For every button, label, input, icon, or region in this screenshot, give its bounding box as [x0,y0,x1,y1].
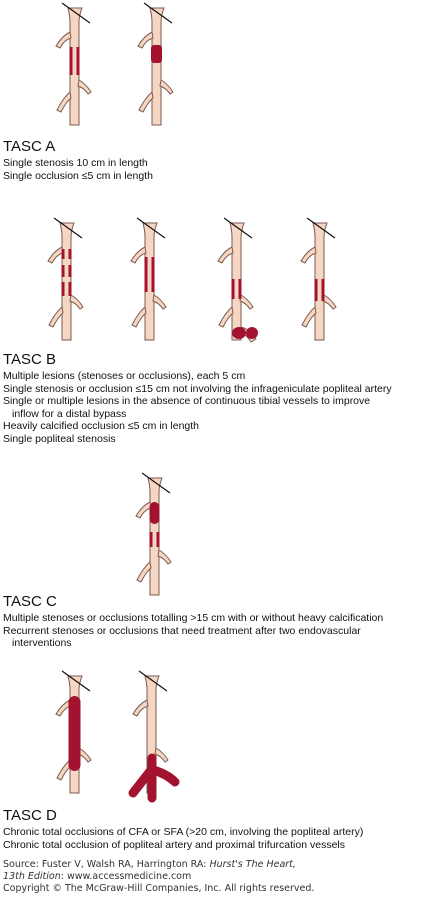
artery-tasc-d-1 [55,670,92,794]
criteria-line: Multiple lesions (stenoses or occlusions… [3,370,246,382]
tasc-c-criteria: Multiple stenoses or occlusions totallin… [3,612,421,650]
tasc-b-criteria: Multiple lesions (stenoses or occlusions… [3,370,421,445]
criteria-line: Chronic total occlusions of CFA or SFA (… [3,826,364,838]
criteria-line: Heavily calcified occlusion ≤5 cm in len… [3,420,200,432]
artery-tasc-b-4 [300,217,337,341]
criteria-line: Single or multiple lesions in the absenc… [3,395,371,407]
criteria-line: Single popliteal stenosis [3,432,116,445]
copyright: Copyright © The McGraw-Hill Companies, I… [3,883,315,894]
source-edition: 13th Edition [3,871,61,882]
criteria-line: Single stenosis 10 cm in length [3,157,148,169]
tasc-a-title: TASC A [3,138,56,155]
criteria-line: inflow for a distal bypass [12,407,127,420]
artery-tasc-b-3 [217,217,258,343]
source-title: Hurst's The Heart, [209,859,296,870]
artery-tasc-a-2 [137,2,174,126]
artery-tasc-c-1 [135,472,172,596]
tasc-c-title: TASC C [3,593,57,610]
artery-tasc-a-1 [55,2,92,126]
artery-tasc-b-2 [130,217,167,341]
source-citation: Source: Fuster V, Walsh RA, Harrington R… [3,859,314,895]
artery-tasc-d-2 [128,670,180,803]
criteria-line: Recurrent stenoses or occlusions that ne… [3,624,361,637]
criteria-line: Single occlusion ≤5 cm in length [3,169,153,182]
source-url: : www.accessmedicine.com [60,871,192,882]
criteria-line: interventions [12,637,72,649]
tasc-a-criteria: Single stenosis 10 cm in length Single o… [3,157,421,182]
criteria-line: Chronic total occlusion of popliteal art… [3,838,345,851]
tasc-d-criteria: Chronic total occlusions of CFA or SFA (… [3,826,421,851]
criteria-line: Multiple stenoses or occlusions totallin… [3,612,384,624]
tasc-d-title: TASC D [3,807,57,824]
artery-tasc-b-1 [47,217,84,341]
criteria-line: Single stenosis or occlusion ≤15 cm not … [3,382,392,395]
source-prefix: Source: Fuster V, Walsh RA, Harrington R… [3,859,210,870]
tasc-b-title: TASC B [3,351,57,368]
